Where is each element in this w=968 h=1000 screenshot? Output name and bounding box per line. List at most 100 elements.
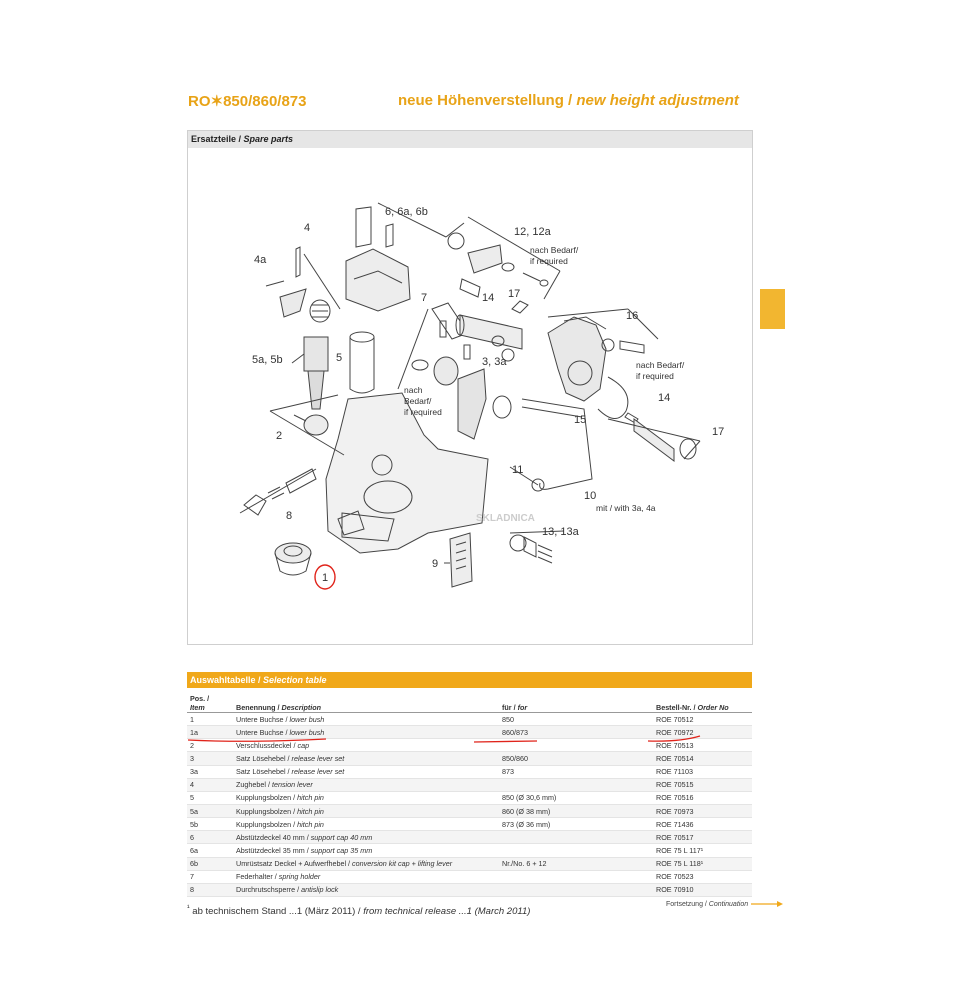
- cell-order: ROE 70514: [653, 751, 752, 766]
- diagram-label: 7: [421, 292, 427, 304]
- cell-for: 860/873: [499, 725, 653, 740]
- diagram-label: 17: [712, 426, 724, 438]
- desc-en: hitch pin: [297, 793, 324, 803]
- cell-description: Verschlussdeckel / cap: [233, 738, 499, 753]
- cell-item: 7: [187, 870, 233, 884]
- cell-for: 860 (Ø 38 mm): [499, 804, 653, 819]
- diagram-label: 10: [584, 490, 596, 502]
- diagram-label: 16: [626, 310, 638, 322]
- col-header-de: Benennung /: [236, 703, 282, 712]
- cell-item: 4: [187, 778, 233, 792]
- continuation-en: Continuation: [708, 901, 749, 908]
- desc-en: support cap 35 mm: [310, 845, 373, 855]
- desc-de: Satz Lösehebel /: [236, 753, 292, 763]
- cell-item: 6: [187, 830, 233, 845]
- col-header-en: Description: [281, 703, 322, 712]
- cell-for: Nr./No. 6 + 12: [499, 857, 653, 871]
- selection-table-heading: Auswahltabelle / Selection table: [187, 672, 752, 688]
- diagram-label: 4a: [254, 254, 267, 266]
- cell-order: ROE 75 L 117¹: [653, 843, 752, 858]
- continuation-de: Fortsetzung /: [666, 901, 709, 908]
- diagram-label: 8: [286, 510, 292, 522]
- diagram-label: 4: [304, 222, 310, 234]
- desc-de: Kupplungsbolzen /: [236, 806, 298, 816]
- col-header-de: für /: [502, 703, 518, 712]
- desc-en: support cap 40 mm: [310, 832, 373, 842]
- cell-order: ROE 70516: [653, 791, 752, 805]
- selection-heading-de: Auswahltabelle /: [190, 675, 264, 685]
- cell-description: Kupplungsbolzen / hitch pin: [233, 791, 499, 805]
- cell-item: 2: [187, 738, 233, 753]
- cell-order: ROE 70972: [653, 725, 752, 740]
- selection-heading-en: Selection table: [263, 675, 327, 685]
- desc-en: release lever set: [291, 767, 345, 777]
- diagram-label: 5: [336, 352, 342, 364]
- diagram-label: nach Bedarf/: [530, 245, 579, 255]
- watermark: SKLADNICA: [476, 513, 535, 524]
- cell-order: ROE 70910: [653, 883, 752, 897]
- cell-for: [499, 883, 653, 897]
- desc-en: conversion kit cap + lifting lever: [352, 859, 453, 869]
- cell-order: ROE 71103: [653, 765, 752, 779]
- diagram-label: nach Bedarf/: [636, 360, 685, 370]
- cell-for: 850 (Ø 30,6 mm): [499, 791, 653, 805]
- cell-item: 6b: [187, 857, 233, 871]
- cell-description: Untere Buchse / lower bush: [233, 712, 499, 727]
- diagram-label: 17: [508, 288, 520, 300]
- diagram-label: 1: [322, 572, 328, 584]
- diagram-label: 3, 3a: [482, 356, 507, 368]
- cell-description: Satz Lösehebel / release lever set: [233, 765, 499, 779]
- cell-item: 3a: [187, 765, 233, 779]
- desc-de: Abstützdeckel 35 mm /: [236, 845, 311, 855]
- desc-en: antislip lock: [301, 885, 339, 895]
- diagram-label: if required: [636, 371, 674, 381]
- col-header-item: Pos. / Item: [187, 690, 233, 713]
- desc-de: Zughebel /: [236, 780, 272, 790]
- side-tab: [760, 289, 785, 329]
- spare-parts-heading: Ersatzteile / Spare parts: [188, 131, 752, 148]
- cell-description: Satz Lösehebel / release lever set: [233, 751, 499, 766]
- col-header-en: Order No: [697, 703, 729, 712]
- diagram-label: 6, 6a, 6b: [385, 206, 428, 218]
- desc-en: cap: [297, 740, 310, 750]
- cell-order: ROE 70523: [653, 870, 752, 884]
- footnote-mark: ¹: [187, 903, 190, 912]
- spare-parts-heading-de: Ersatzteile /: [191, 134, 244, 144]
- desc-de: Kupplungsbolzen /: [236, 819, 298, 829]
- cell-description: Kupplungsbolzen / hitch pin: [233, 817, 499, 832]
- diagram-label: 11: [512, 464, 523, 476]
- diagram-label: if required: [404, 407, 442, 417]
- cell-order: ROE 70513: [653, 738, 752, 753]
- cell-for: 873: [499, 765, 653, 779]
- cell-description: Kupplungsbolzen / hitch pin: [233, 804, 499, 819]
- cell-order: ROE 70512: [653, 712, 752, 727]
- desc-de: Durchrutschsperre /: [236, 885, 302, 895]
- header-model: RO✶850/860/873: [188, 93, 307, 110]
- cell-for: [499, 738, 653, 753]
- header-title-en: new height adjustment: [576, 92, 739, 109]
- cell-item: 6a: [187, 843, 233, 858]
- table-header-row: Pos. / Item Benennung / Description für …: [187, 690, 752, 713]
- desc-en: hitch pin: [297, 806, 324, 816]
- diagram-label: 5a, 5b: [252, 354, 283, 366]
- cell-description: Abstützdeckel 35 mm / support cap 35 mm: [233, 843, 499, 858]
- continuation-note: Fortsetzung / Continuation: [666, 901, 748, 908]
- cell-for: 873 (Ø 36 mm): [499, 817, 653, 832]
- desc-de: Federhalter /: [236, 872, 279, 882]
- cell-item: 5b: [187, 817, 233, 832]
- diagram-label: Bedarf/: [404, 396, 432, 406]
- desc-en: hitch pin: [297, 819, 324, 829]
- cell-order: ROE 70515: [653, 778, 752, 792]
- cell-description: Durchrutschsperre / antislip lock: [233, 883, 499, 897]
- cell-description: Untere Buchse / lower bush: [233, 725, 499, 740]
- footnote: ¹ ab technischem Stand ...1 (März 2011) …: [187, 903, 530, 917]
- selection-table: Pos. / Item Benennung / Description für …: [187, 690, 752, 897]
- cell-order: ROE 75 L 118¹: [653, 857, 752, 871]
